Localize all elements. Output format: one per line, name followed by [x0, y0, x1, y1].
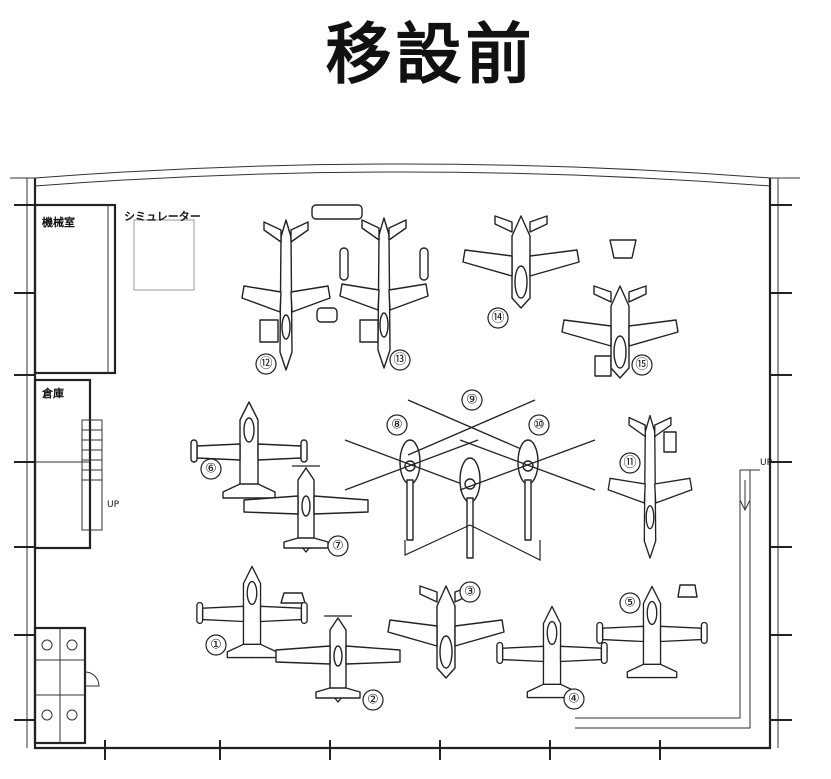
heli-skid-frame [404, 524, 541, 561]
stairs-left [81, 419, 103, 531]
page-title: 移設前 [325, 16, 536, 93]
svg-text:①: ① [210, 638, 222, 653]
stairs-right: UP [575, 458, 773, 729]
aircraft-6 [190, 401, 308, 499]
aircraft-7 [243, 465, 369, 553]
svg-text:⑮: ⑮ [635, 358, 648, 373]
marker-4: ④ [563, 688, 585, 710]
marker-7: ⑦ [327, 535, 349, 557]
marker-15: ⑮ [631, 354, 653, 376]
stairs-right-label: UP [760, 458, 773, 468]
svg-text:③: ③ [464, 585, 476, 600]
svg-text:⑬: ⑬ [393, 353, 406, 368]
aircraft-11 [607, 414, 693, 559]
marker-1: ① [205, 634, 227, 656]
svg-text:⑩: ⑩ [533, 418, 545, 433]
aircraft-14 [462, 215, 580, 309]
marker-10: ⑩ [528, 414, 550, 436]
marker-14: ⑭ [487, 307, 509, 329]
svg-text:⑥: ⑥ [205, 462, 217, 477]
svg-text:⑨: ⑨ [466, 393, 478, 408]
stairs-left-label: UP [107, 500, 120, 510]
marker-6: ⑥ [200, 458, 222, 480]
marker-2: ② [362, 689, 384, 711]
svg-text:⑤: ⑤ [624, 596, 636, 611]
marker-5: ⑤ [619, 592, 641, 614]
svg-text:②: ② [367, 693, 379, 708]
marker-9: ⑨ [461, 389, 483, 411]
svg-text:④: ④ [568, 692, 580, 707]
marker-13: ⑬ [389, 349, 411, 371]
aircraft-9 [407, 399, 536, 559]
storage-label: 倉庫 [41, 386, 64, 400]
ground-equipment [259, 204, 698, 604]
svg-text:⑭: ⑭ [491, 311, 504, 326]
aircraft-12 [241, 219, 331, 371]
aircraft-5 [596, 585, 708, 679]
marker-3: ③ [459, 581, 481, 603]
aircraft-15 [561, 285, 679, 379]
machine-room-label: 機械室 [42, 215, 75, 229]
marker-11: ⑪ [619, 452, 641, 474]
simulator-area: シミュレーター [124, 210, 201, 291]
aircraft-3 [387, 585, 505, 679]
marker-8: ⑧ [386, 414, 408, 436]
machine-room: 機械室 [33, 203, 117, 375]
marker-12: ⑫ [255, 353, 277, 375]
svg-text:⑪: ⑪ [623, 456, 636, 471]
svg-text:⑫: ⑫ [259, 357, 272, 372]
simulator-label: シミュレーター [124, 210, 201, 223]
svg-text:⑦: ⑦ [332, 539, 344, 554]
restroom-block [33, 626, 100, 745]
svg-text:⑧: ⑧ [391, 418, 403, 433]
aircraft-4 [496, 605, 608, 699]
aircraft-2 [275, 615, 401, 703]
aircraft-10 [459, 439, 596, 541]
aircraft-8 [344, 439, 479, 541]
storage-room: 倉庫 UP [33, 378, 120, 550]
aircraft-13 [339, 217, 429, 369]
